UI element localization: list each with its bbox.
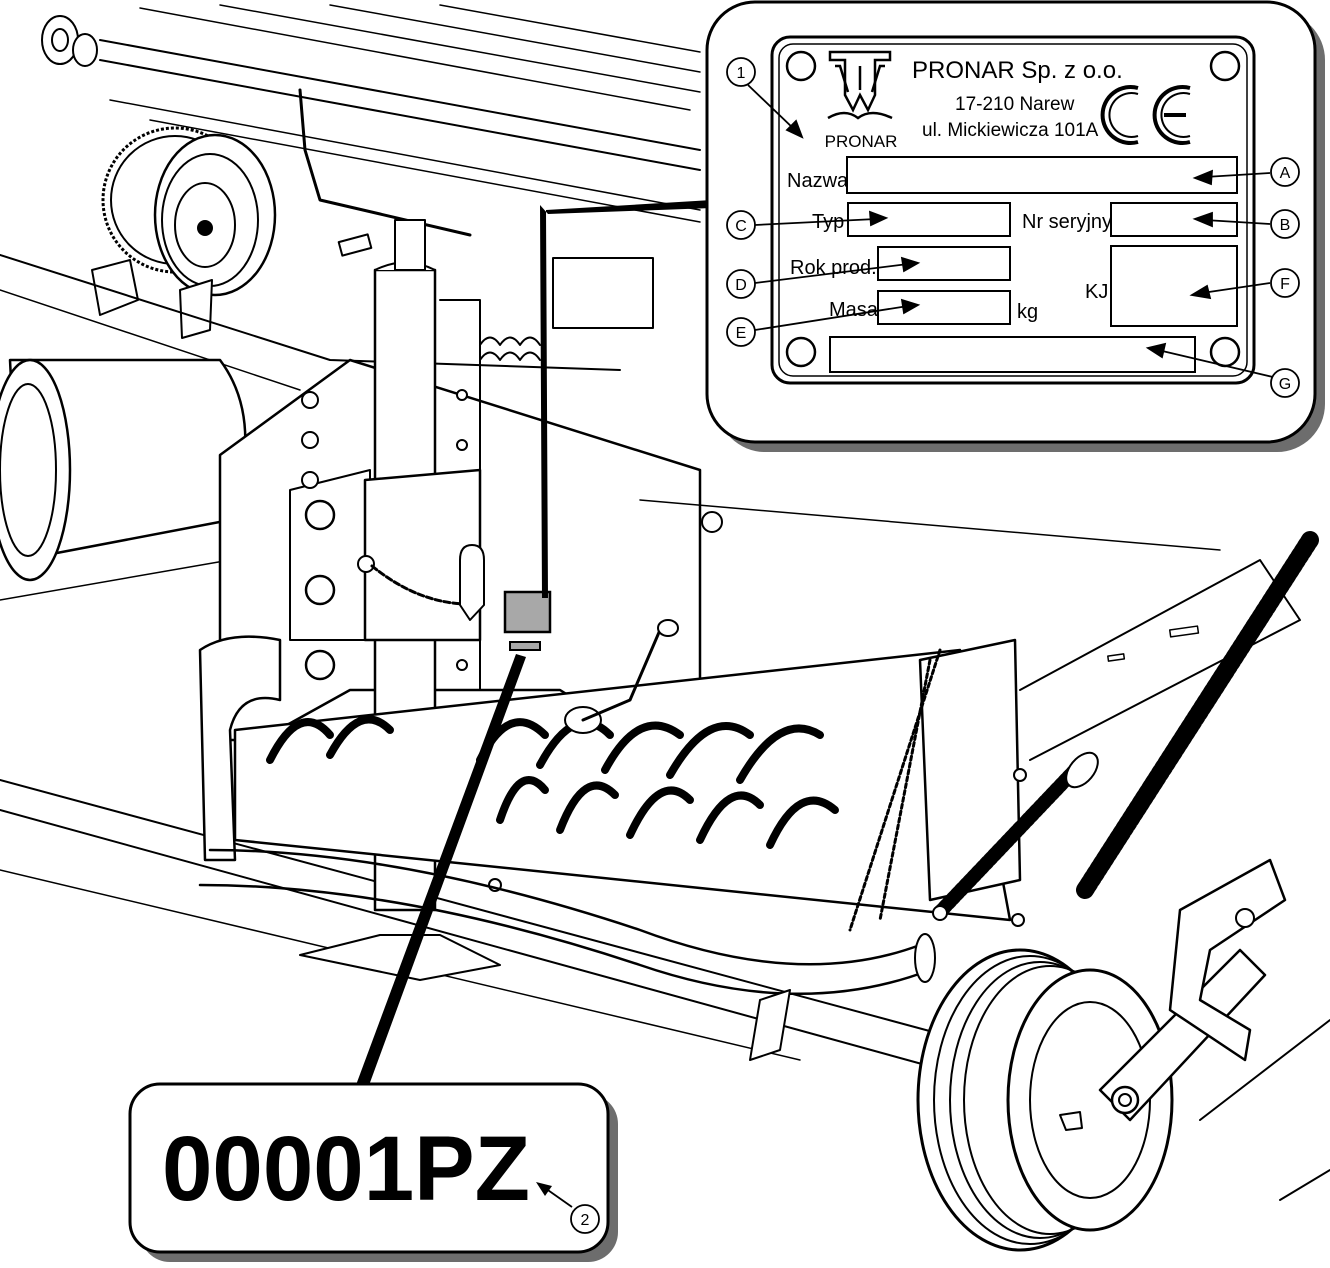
label-qc: KJ: [1085, 281, 1108, 303]
ce-mark: [1100, 85, 1191, 145]
drive-shafts: [41, 4, 701, 223]
callout-d: D: [726, 269, 756, 299]
svg-text:B: B: [1280, 217, 1291, 234]
svg-text:1: 1: [737, 65, 746, 82]
logo-text: PRONAR: [825, 132, 898, 151]
field-mass-box: [877, 290, 1011, 325]
label-serial: Nr seryjny: [1022, 211, 1112, 233]
pronar-logo: PRONAR: [825, 50, 898, 151]
svg-text:C: C: [735, 218, 747, 235]
springs-right: [932, 531, 1319, 921]
pickup-reel: [233, 619, 1012, 922]
nameplate-inset: PRONAR PRONAR Sp. z o.o. 17-210 Narew ul…: [705, 0, 1325, 452]
svg-text:G: G: [1279, 376, 1291, 393]
gauge-wheel: [916, 858, 1330, 1252]
svg-text:A: A: [1280, 165, 1291, 182]
svg-text:F: F: [1280, 276, 1290, 293]
label-mass-unit: kg: [1017, 301, 1038, 323]
callout-2: 2: [570, 1204, 600, 1234]
serial-number: 00001PZ: [162, 1118, 530, 1220]
svg-text:D: D: [735, 277, 747, 294]
field-year-box: [877, 246, 1011, 281]
address-line-1: 17-210 Narew: [955, 94, 1075, 115]
label-mass: Masa: [829, 299, 879, 321]
serial-plate-marker: [503, 590, 552, 634]
left-housing: [0, 254, 1001, 1081]
right-shield: [639, 499, 1301, 932]
front-tube: [198, 848, 936, 1061]
springs-upper: [337, 233, 654, 361]
field-bottom-box: [829, 336, 1196, 373]
field-serial-box: [1110, 202, 1238, 237]
leader-lines: [356, 200, 712, 1088]
callout-b: B: [1270, 209, 1300, 239]
callout-g: G: [1270, 368, 1300, 398]
company-name: PRONAR Sp. z o.o.: [912, 57, 1123, 84]
callout-c: C: [726, 210, 756, 240]
machine-drawing: [0, 4, 1330, 1252]
serial-label-inset: 00001PZ 2: [128, 1082, 618, 1262]
gear-pulley: [91, 88, 472, 339]
svg-text:E: E: [736, 325, 747, 342]
callout-f: F: [1270, 268, 1300, 298]
svg-text:2: 2: [581, 1212, 590, 1229]
callout-arrows: [747, 84, 1274, 378]
callout-e: E: [726, 317, 756, 347]
callout-1: 1: [726, 57, 756, 87]
field-name-box: [846, 156, 1238, 194]
label-year: Rok prod.: [790, 257, 877, 279]
callout-a: A: [1270, 157, 1300, 187]
label-name: Nazwa: [787, 170, 849, 192]
address-line-2: ul. Mickiewicza 101A: [922, 120, 1099, 141]
field-qc-box: [1110, 245, 1238, 327]
